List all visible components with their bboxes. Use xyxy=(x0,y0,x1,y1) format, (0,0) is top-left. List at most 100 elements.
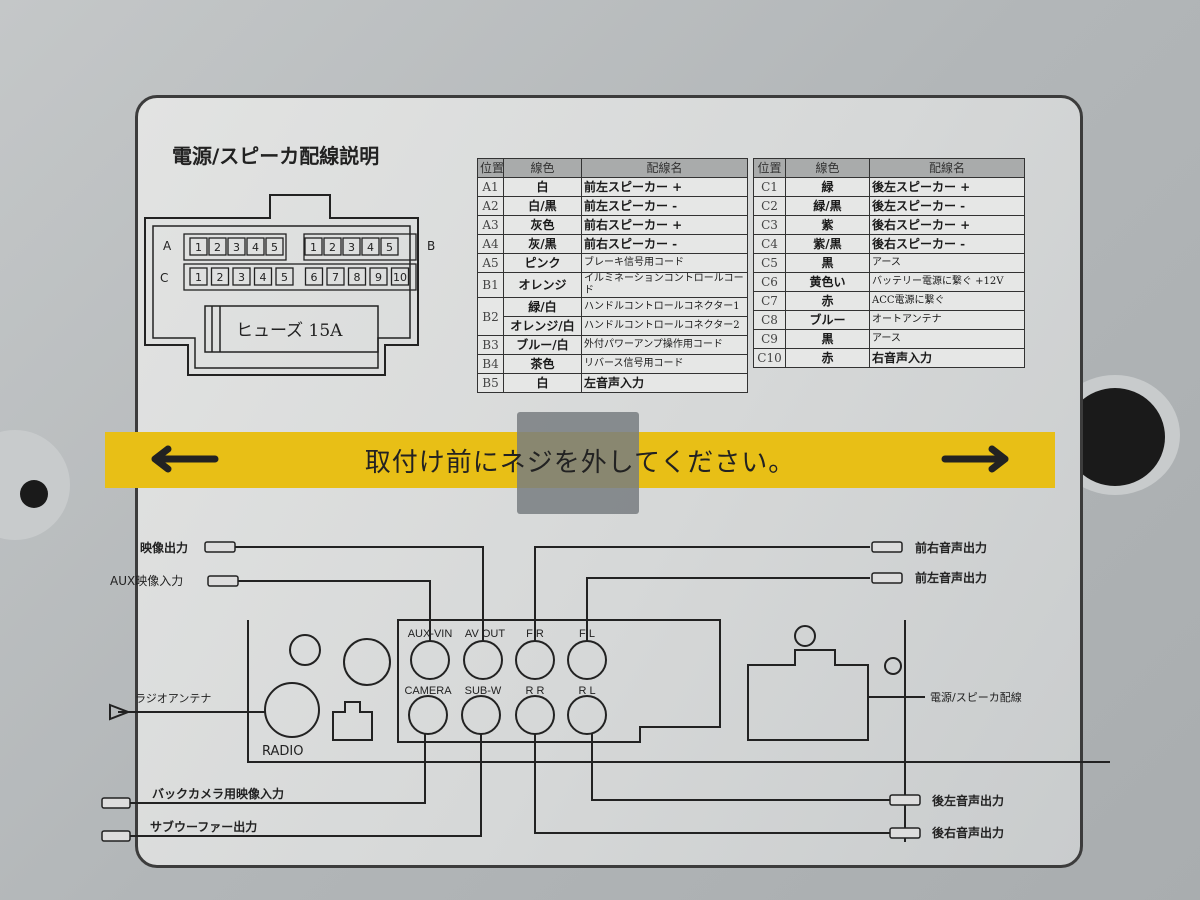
column-header: 位置 xyxy=(753,158,786,178)
column-header: 線色 xyxy=(503,158,582,178)
wire-color-cell: 緑 xyxy=(785,177,870,197)
column-header: 配線名 xyxy=(581,158,748,178)
wire-color-cell: 黒 xyxy=(785,329,870,349)
position-cell: C6 xyxy=(753,272,786,292)
position-cell: B1 xyxy=(477,272,504,298)
position-cell: B5 xyxy=(477,373,504,393)
wire-name-cell: ハンドルコントロールコネクター2 xyxy=(581,316,748,336)
wire-color-cell: ブルー/白 xyxy=(503,335,582,355)
position-cell: C10 xyxy=(753,348,786,368)
wire-color-cell: オレンジ/白 xyxy=(503,316,582,336)
position-cell: C3 xyxy=(753,215,786,235)
wire-name-cell: 後右スピーカー - xyxy=(869,234,1025,254)
position-cell: A4 xyxy=(477,234,504,254)
wire-color-cell: 黄色い xyxy=(785,272,870,292)
position-cell: A3 xyxy=(477,215,504,235)
tape-patch xyxy=(517,412,639,514)
label-title: 電源/スピーカ配線説明 xyxy=(172,144,380,168)
column-header: 線色 xyxy=(785,158,870,178)
wire-color-cell: 紫 xyxy=(785,215,870,235)
warning-text: 取付け前にネジを外してください。 xyxy=(364,448,796,478)
wire-name-cell: 前左スピーカー + xyxy=(581,177,748,197)
wire-name-cell: 前左スピーカー - xyxy=(581,196,748,216)
position-cell: C1 xyxy=(753,177,786,197)
rca-plug-icon xyxy=(101,830,131,842)
wire-color-cell: 灰/黒 xyxy=(503,234,582,254)
wire-name-cell: アース xyxy=(869,329,1025,349)
wire-name-cell: ハンドルコントロールコネクター1 xyxy=(581,297,748,317)
wire-color-cell: 緑/黒 xyxy=(785,196,870,216)
wire-color-cell: ブルー xyxy=(785,310,870,330)
position-cell: C5 xyxy=(753,253,786,273)
position-cell: C9 xyxy=(753,329,786,349)
wire-name-cell: ブレーキ信号用コード xyxy=(581,253,748,273)
wire-color-cell: ピンク xyxy=(503,253,582,273)
column-header: 配線名 xyxy=(869,158,1025,178)
wire-color-cell: オレンジ xyxy=(503,272,582,298)
wire-name-cell: 前右スピーカー - xyxy=(581,234,748,254)
wire-name-cell: 後左スピーカー - xyxy=(869,196,1025,216)
rca-plug-icon xyxy=(101,797,131,809)
antenna-icon xyxy=(109,703,131,721)
column-header: 位置 xyxy=(477,158,504,178)
table-row: オレンジ/白ハンドルコントロールコネクター2 xyxy=(478,316,748,336)
wire-name-cell: アース xyxy=(869,253,1025,273)
position-cell: B3 xyxy=(477,335,504,355)
wire-name-cell: 右音声入力 xyxy=(869,348,1025,368)
wire-color-cell: 黒 xyxy=(785,253,870,273)
position-cell: A5 xyxy=(477,253,504,273)
wire-color-cell: 灰色 xyxy=(503,215,582,235)
position-cell: C4 xyxy=(753,234,786,254)
table-header: 位置線色配線名 xyxy=(477,158,748,178)
position-cell: A1 xyxy=(477,177,504,197)
table-header: 位置線色配線名 xyxy=(753,158,1025,178)
wire-name-cell: オートアンテナ xyxy=(869,310,1025,330)
wire-name-cell: 前右スピーカー + xyxy=(581,215,748,235)
wire-color-cell: 白 xyxy=(503,177,582,197)
mount-hole-left xyxy=(20,480,48,508)
wire-color-cell: 赤 xyxy=(785,348,870,368)
position-cell: C7 xyxy=(753,291,786,311)
wire-name-cell: 後右スピーカー + xyxy=(869,215,1025,235)
wire-name-cell: ACC電源に繋ぐ xyxy=(869,291,1025,311)
wire-color-cell: 白/黒 xyxy=(503,196,582,216)
wire-color-cell: 赤 xyxy=(785,291,870,311)
position-cell: B2 xyxy=(477,297,504,336)
wire-name-cell: リバース信号用コード xyxy=(581,354,748,374)
wire-color-cell: 緑/白 xyxy=(503,297,582,317)
position-cell: A2 xyxy=(477,196,504,216)
wire-name-cell: 外付パワーアンプ操作用コード xyxy=(581,335,748,355)
wire-color-cell: 紫/黒 xyxy=(785,234,870,254)
wire-name-cell: イルミネーションコントロールコード xyxy=(581,272,748,298)
wire-name-cell: 後左スピーカー + xyxy=(869,177,1025,197)
position-cell: B4 xyxy=(477,354,504,374)
wire-name-cell: 左音声入力 xyxy=(581,373,748,393)
position-cell: C2 xyxy=(753,196,786,216)
position-cell: C8 xyxy=(753,310,786,330)
wire-name-cell: バッテリー電源に繋ぐ +12V xyxy=(869,272,1025,292)
wire-color-cell: 白 xyxy=(503,373,582,393)
wire-color-cell: 茶色 xyxy=(503,354,582,374)
